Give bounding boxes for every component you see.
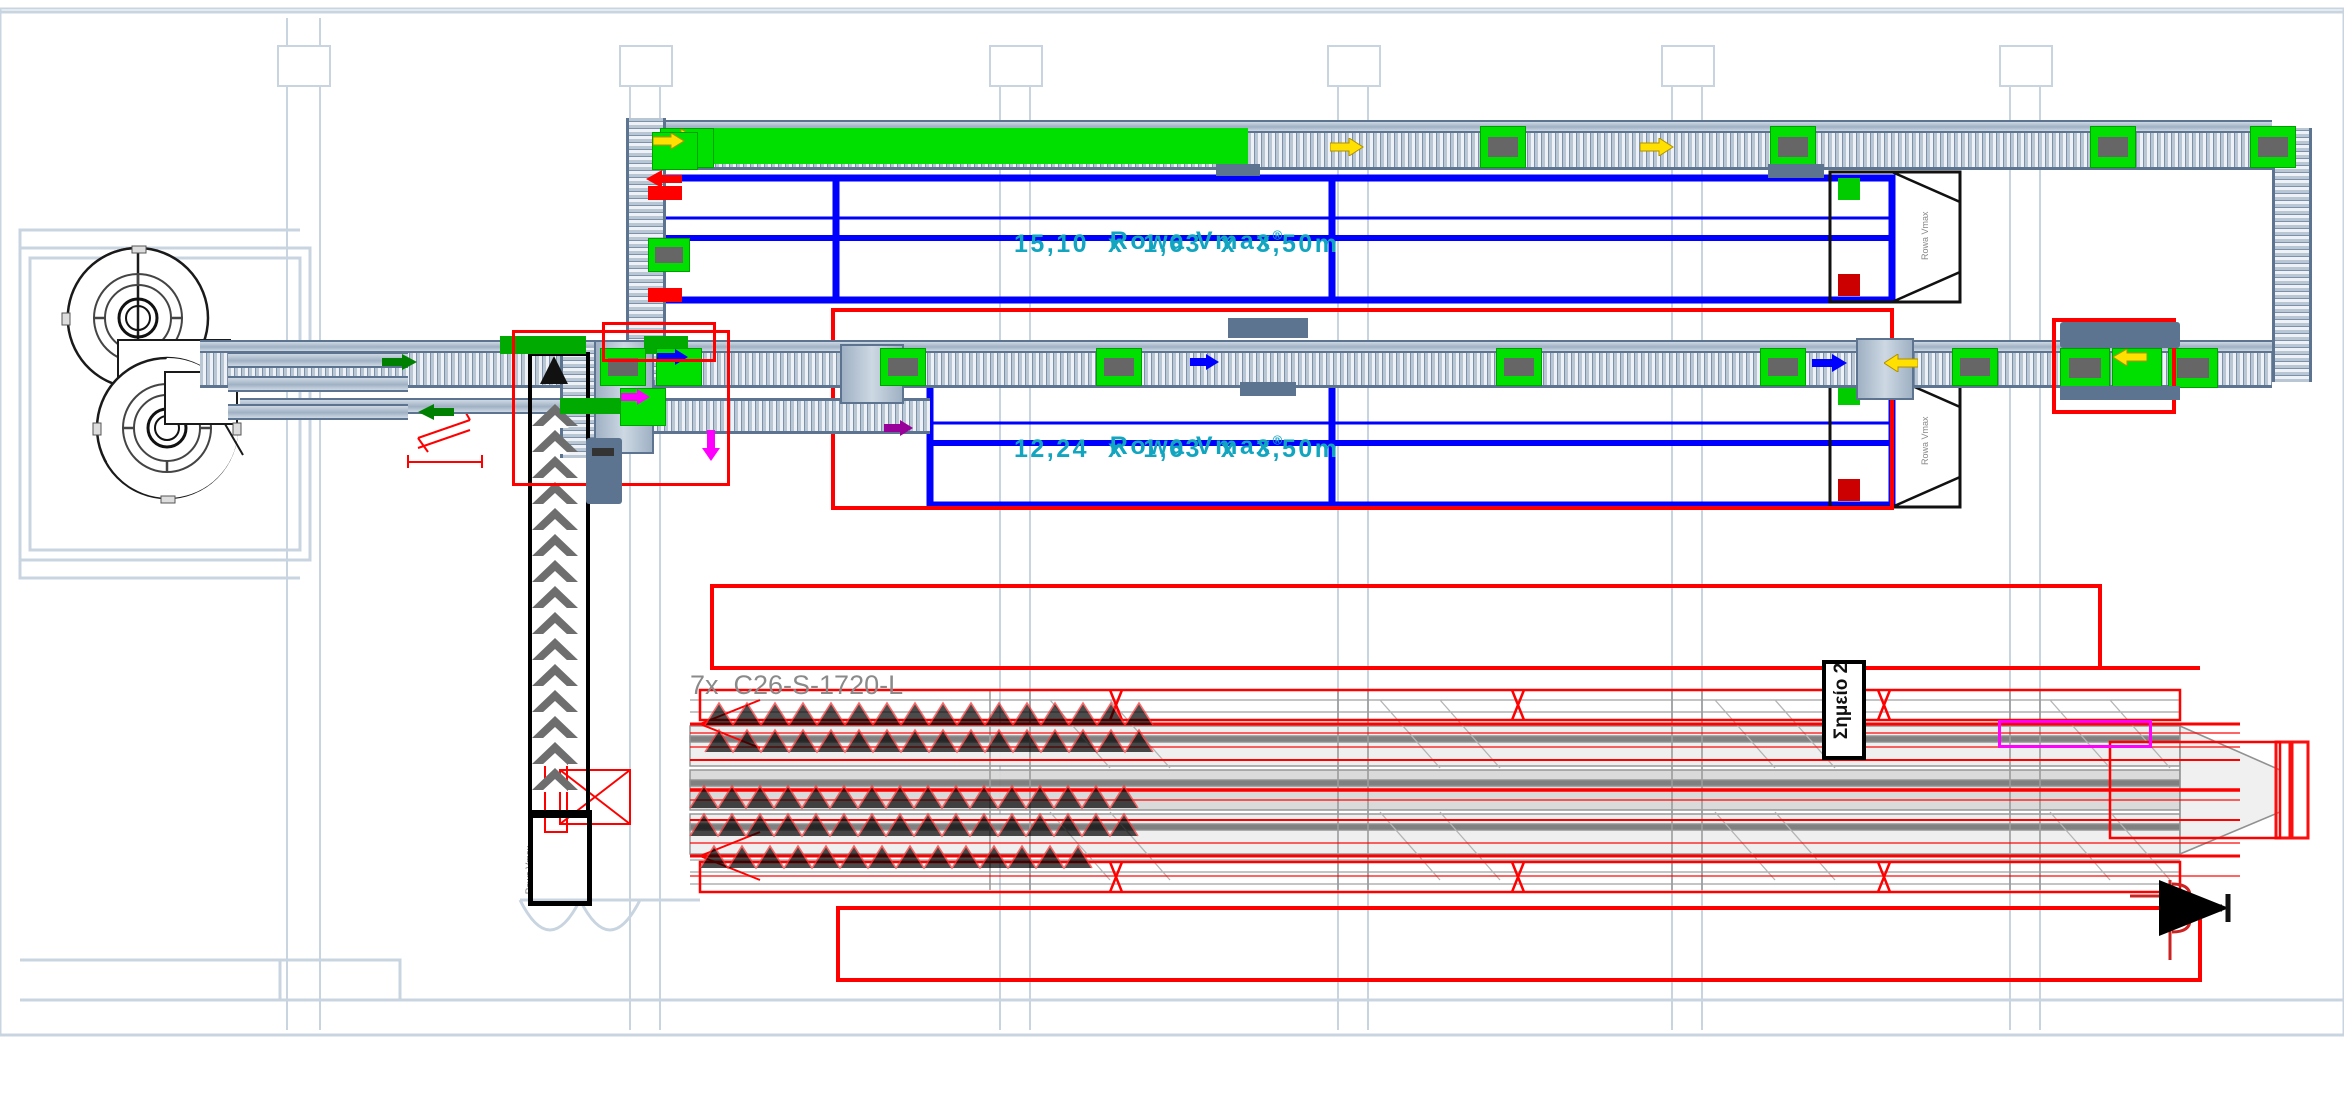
vertical-lift-base	[528, 810, 592, 906]
agv-body-top-2	[1216, 164, 1260, 176]
red-outline-vehicle-left	[602, 322, 716, 362]
conveyor-spiral-feed-upper	[228, 352, 408, 368]
red-zone-lower-clearance	[836, 906, 2202, 982]
spiral-conveyor-upper	[61, 245, 231, 393]
agv-body-mid	[1228, 318, 1308, 338]
conveyor-green-patch	[560, 398, 620, 414]
red-zone-upper-clearance	[710, 584, 2102, 670]
station-box[interactable]	[2168, 348, 2218, 388]
spiral-conveyor-lower	[92, 356, 244, 504]
station-box[interactable]	[2112, 348, 2162, 388]
transfer-unit-c	[1856, 338, 1914, 400]
riser-indicator	[648, 186, 682, 200]
arrow-right-green-left	[382, 354, 417, 370]
svg-text:Rowa Vmax: Rowa Vmax	[1920, 416, 1930, 465]
agv-body-top	[1768, 164, 1824, 178]
agv-body-right	[2060, 322, 2180, 348]
arrow-right-magenta	[884, 420, 913, 436]
station-box[interactable]	[880, 348, 926, 386]
lift-chevron	[532, 534, 578, 558]
arrow-left-yellow-icon	[2113, 349, 2147, 366]
station-box[interactable]	[600, 348, 646, 386]
arrow-down-magenta	[702, 430, 720, 461]
station-box[interactable]	[1770, 126, 1816, 168]
arrow-right-yellow-top	[1330, 138, 1364, 156]
lift-chevron	[532, 716, 578, 740]
point-marker-box	[1822, 660, 1866, 760]
lift-chevron	[532, 586, 578, 610]
lift-chevron	[532, 664, 578, 688]
section-arrow-b	[2159, 880, 2231, 936]
conveyor-spiral-feed-lower	[228, 376, 408, 392]
station-box[interactable]	[1480, 126, 1526, 168]
magenta-highlight-shelf	[1998, 720, 2152, 748]
conveyor-spiral-feed-top	[228, 404, 408, 420]
station-box[interactable]	[2090, 126, 2136, 168]
vertical-lift-shaft	[528, 352, 590, 818]
lift-chevron	[532, 430, 578, 454]
conveyor-top-green-section	[712, 128, 1248, 164]
arrow-left-green-left	[418, 404, 454, 420]
station-box[interactable]	[1496, 348, 1542, 386]
arrow-right-blue-middle-2	[1190, 354, 1219, 370]
arrow-right-yellow-top-2	[1640, 138, 1674, 156]
station-box[interactable]	[2250, 126, 2296, 168]
station-box[interactable]	[648, 238, 690, 272]
lift-carriage-detail	[592, 448, 614, 456]
lift-chevron	[532, 456, 578, 480]
arrow-magenta-icon	[621, 389, 650, 405]
riser-indicator	[648, 288, 682, 302]
conveyor-vertical-right	[2272, 128, 2312, 382]
lift-chevron	[532, 482, 578, 506]
rowa-vmax-lower-footprint: Rowa Vmax	[926, 375, 1962, 509]
arrow-right-blue-middle	[1812, 354, 1847, 372]
lift-chevron	[532, 638, 578, 662]
svg-text:Rowa Vmax: Rowa Vmax	[1920, 211, 1930, 260]
lift-chevron	[532, 560, 578, 584]
station-box[interactable]	[2060, 348, 2110, 388]
lift-chevron	[532, 612, 578, 636]
lift-chevron	[532, 690, 578, 714]
agv-body-mid-2	[1240, 382, 1296, 396]
agv-body-right-lower	[2060, 386, 2180, 400]
conveyor-green-patch	[500, 336, 586, 354]
lift-chevron	[532, 742, 578, 766]
lift-chevron	[532, 508, 578, 532]
arrow-left-red-riser	[646, 170, 682, 188]
vertical-lift-chevrons	[532, 404, 578, 804]
station-box[interactable]	[1760, 348, 1806, 386]
arrow-right-yellow-icon	[653, 133, 685, 149]
lift-chevron	[532, 768, 578, 792]
station-box[interactable]	[1952, 348, 1998, 386]
station-box[interactable]	[620, 388, 666, 426]
arrow-left-yellow-middle	[1884, 354, 1918, 372]
shelving-hatch-zone	[689, 701, 1154, 870]
rowa-vmax-upper-footprint: Rowa Vmax	[656, 170, 1962, 304]
station-box[interactable]	[652, 132, 698, 170]
red-outline-vehicle-right	[2052, 318, 2176, 414]
conveyor-middle-rail	[200, 340, 2272, 353]
station-box[interactable]	[1096, 348, 1142, 386]
